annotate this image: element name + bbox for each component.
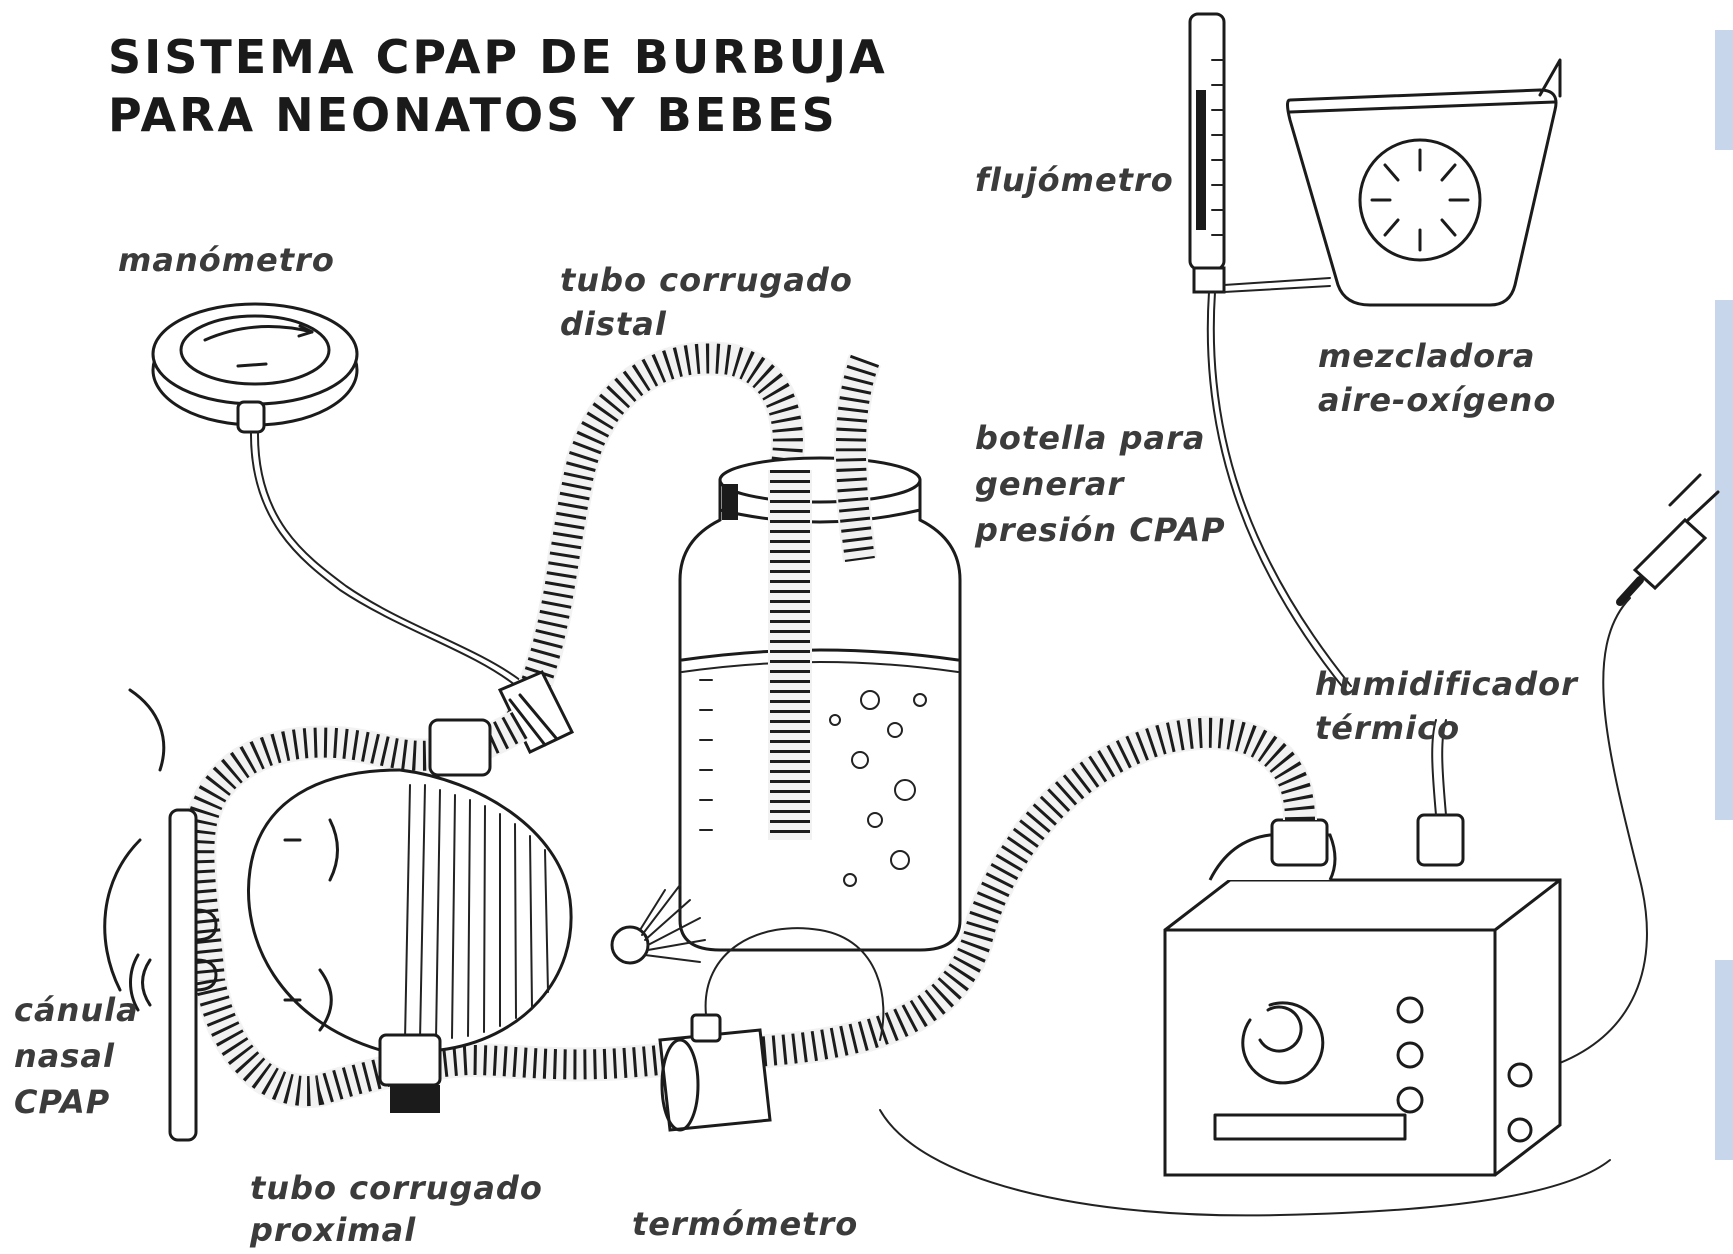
- diagram-title-line1: SISTEMA CPAP DE BURBUJA: [108, 30, 888, 84]
- label-termometro: termómetro: [632, 1202, 858, 1246]
- label-tubo-proximal-line2: proximal: [250, 1208, 416, 1252]
- label-manometro: manómetro: [118, 238, 335, 282]
- label-mezcladora-line1: mezcladora: [1318, 334, 1535, 378]
- manometer-drawing: [153, 304, 520, 685]
- label-mezcladora-line2: aire-oxígeno: [1318, 378, 1556, 422]
- label-canula-line3: CPAP: [14, 1080, 110, 1124]
- heated-humidifier-drawing: [1165, 720, 1560, 1175]
- label-humidificador-line1: humidificador: [1315, 662, 1578, 706]
- label-botella-line2: generar: [975, 462, 1124, 506]
- label-flujometro: flujómetro: [975, 158, 1174, 202]
- label-tubo-proximal-line1: tubo corrugado: [250, 1166, 543, 1210]
- label-tubo-distal-line1: tubo corrugado: [560, 258, 853, 302]
- label-botella-line1: botella para: [975, 416, 1205, 460]
- cpap-bottle-drawing: [680, 360, 960, 950]
- diagram-title-line2: PARA NEONATOS Y BEBES: [108, 88, 838, 142]
- label-botella-line3: presión CPAP: [975, 508, 1226, 552]
- label-tubo-distal-line2: distal: [560, 302, 667, 346]
- label-canula-line1: cánula: [14, 988, 139, 1032]
- label-canula-line2: nasal: [14, 1034, 115, 1078]
- label-humidificador-line2: térmico: [1315, 706, 1460, 750]
- air-oxygen-blender-drawing: [1288, 60, 1561, 305]
